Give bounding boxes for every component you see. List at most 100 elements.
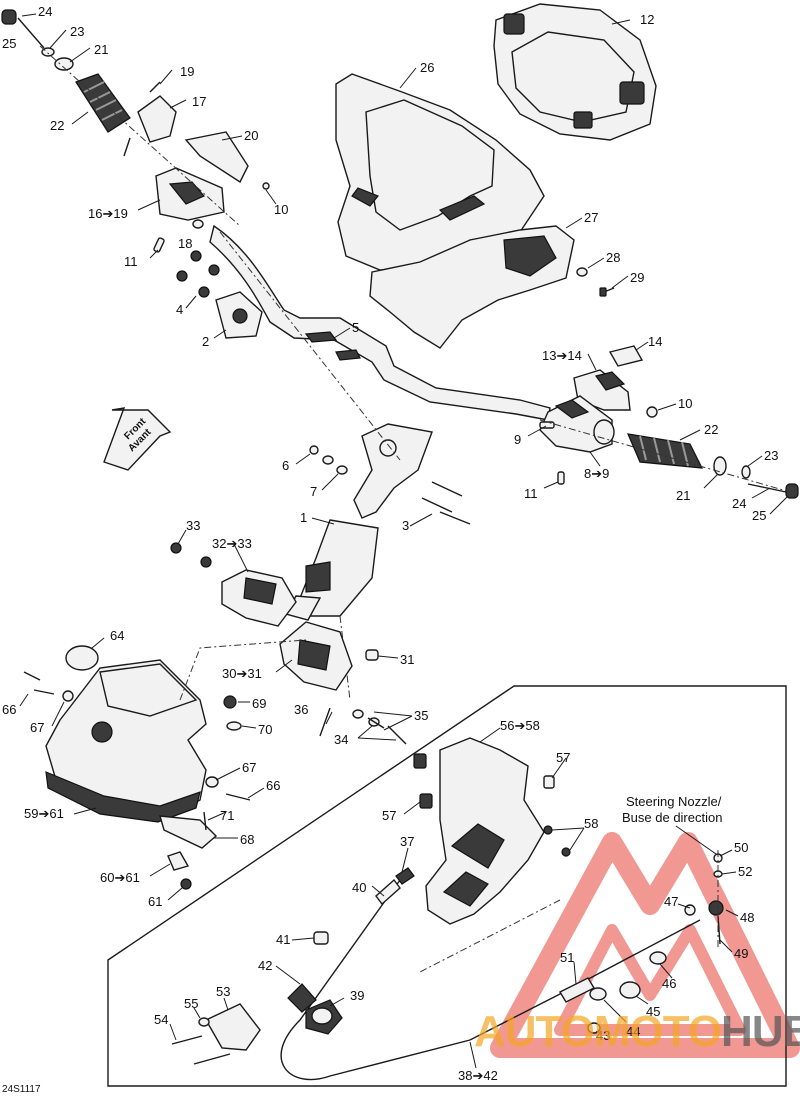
nozzle-label-line2: Buse de direction	[622, 810, 722, 825]
clip-57a	[413, 753, 427, 769]
callout-66a: 66	[2, 702, 16, 717]
callout-32-33: 32➔33	[212, 536, 252, 551]
handlebar-slot-2	[335, 349, 361, 361]
screw-10a	[262, 182, 270, 190]
right-grip-assembly	[539, 345, 799, 499]
clamp-30	[279, 621, 379, 691]
diagram-code: 24S1117	[2, 1084, 41, 1095]
callout-67a: 67	[30, 720, 44, 735]
grommet-39-ring	[311, 1007, 333, 1025]
clip-57b	[419, 793, 433, 809]
callout-5: 5	[352, 320, 359, 335]
bracket-68	[159, 815, 218, 849]
axis-housing	[179, 639, 307, 701]
steering-cable	[171, 850, 724, 1081]
callout-9: 9	[514, 432, 521, 447]
nut-69	[223, 695, 237, 709]
washer-21	[54, 57, 74, 71]
ball-joint-48	[708, 900, 724, 916]
callout-61: 61	[148, 894, 162, 909]
bushing-31	[365, 649, 379, 661]
bolt-54b	[193, 1053, 231, 1065]
callout-22b: 22	[704, 422, 718, 437]
clamp-2-hole	[232, 308, 248, 324]
axis-right-grip	[539, 419, 791, 493]
housing-8-ring	[593, 419, 615, 445]
callout-7: 7	[310, 484, 317, 499]
bolt-3a	[431, 481, 463, 497]
callout-37: 37	[400, 834, 414, 849]
handlebar-slot-1	[304, 331, 338, 343]
screw-24b	[747, 483, 787, 493]
pin-9	[539, 421, 555, 429]
support-56-rib2	[442, 871, 489, 907]
cap-14	[608, 345, 644, 367]
nut-4d	[198, 286, 210, 298]
callout-71: 71	[220, 808, 234, 823]
handlebar-5	[209, 224, 551, 421]
clamp-30-teeth	[297, 639, 331, 671]
washer-35a	[352, 709, 364, 719]
callout-51: 51	[560, 950, 574, 965]
column-spline	[305, 561, 331, 593]
support-56-rib	[450, 823, 505, 869]
axis-column	[219, 231, 401, 701]
screw-29-head	[599, 287, 607, 297]
cover-26-vent-right	[438, 195, 486, 221]
watermark-part-hub: HUB	[721, 1007, 800, 1056]
nozzle-label-line1: Steering Nozzle/	[626, 794, 722, 809]
callout-18: 18	[178, 236, 192, 251]
housing-8	[539, 395, 613, 453]
callout-57a: 57	[556, 750, 570, 765]
callout-49: 49	[734, 946, 748, 961]
bushing-43	[587, 1022, 601, 1034]
leader-lines	[19, 13, 789, 1069]
callout-24a: 24	[38, 4, 52, 19]
callout-50: 50	[734, 840, 748, 855]
callout-1: 1	[300, 510, 307, 525]
callout-56-58: 56➔58	[500, 718, 540, 733]
callout-54: 54	[154, 1012, 168, 1027]
callout-34: 34	[334, 732, 348, 747]
bolt-34a	[367, 717, 385, 729]
cable-end-51	[559, 977, 595, 1003]
clamp-32-teeth	[243, 577, 277, 605]
pin-11b	[557, 471, 565, 485]
pin-11a	[153, 237, 165, 253]
bolt-66c	[225, 793, 251, 801]
callout-25a: 25	[2, 36, 16, 51]
cover-26-vent-left	[351, 187, 379, 207]
callout-41: 41	[276, 932, 290, 947]
callout-35: 35	[414, 708, 428, 723]
callout-39: 39	[350, 988, 364, 1003]
callout-20: 20	[244, 128, 258, 143]
callout-25b: 25	[752, 508, 766, 523]
callout-44: 44	[626, 1024, 640, 1039]
callout-68: 68	[240, 832, 254, 847]
callout-27: 27	[584, 210, 598, 225]
clip-57c	[543, 775, 555, 789]
bolt-66a	[23, 671, 41, 681]
callout-26: 26	[420, 60, 434, 75]
watermark-triangle-outer	[490, 832, 800, 1058]
housing-16-detail	[168, 181, 205, 205]
callout-21b: 21	[676, 488, 690, 503]
bolt-66b	[33, 689, 55, 695]
callout-11b: 11	[524, 486, 538, 501]
watermark-part-auto: AUTO	[474, 1007, 594, 1056]
front-arrow: Front Avant	[103, 407, 172, 471]
bolt-3b	[421, 497, 453, 513]
callout-16-19: 16➔19	[88, 206, 128, 221]
housing-59-top	[99, 663, 198, 717]
callout-42: 42	[258, 958, 272, 973]
callout-29: 29	[630, 270, 644, 285]
callout-57b: 57	[382, 808, 396, 823]
washer-18	[192, 219, 204, 229]
callout-46: 46	[662, 976, 676, 991]
nut-58b	[561, 847, 571, 857]
callout-43: 43	[596, 1028, 610, 1043]
housing-59-base	[45, 771, 201, 823]
washer-55	[198, 1017, 210, 1027]
callout-22a: 22	[50, 118, 64, 133]
nut-33b	[200, 556, 212, 568]
